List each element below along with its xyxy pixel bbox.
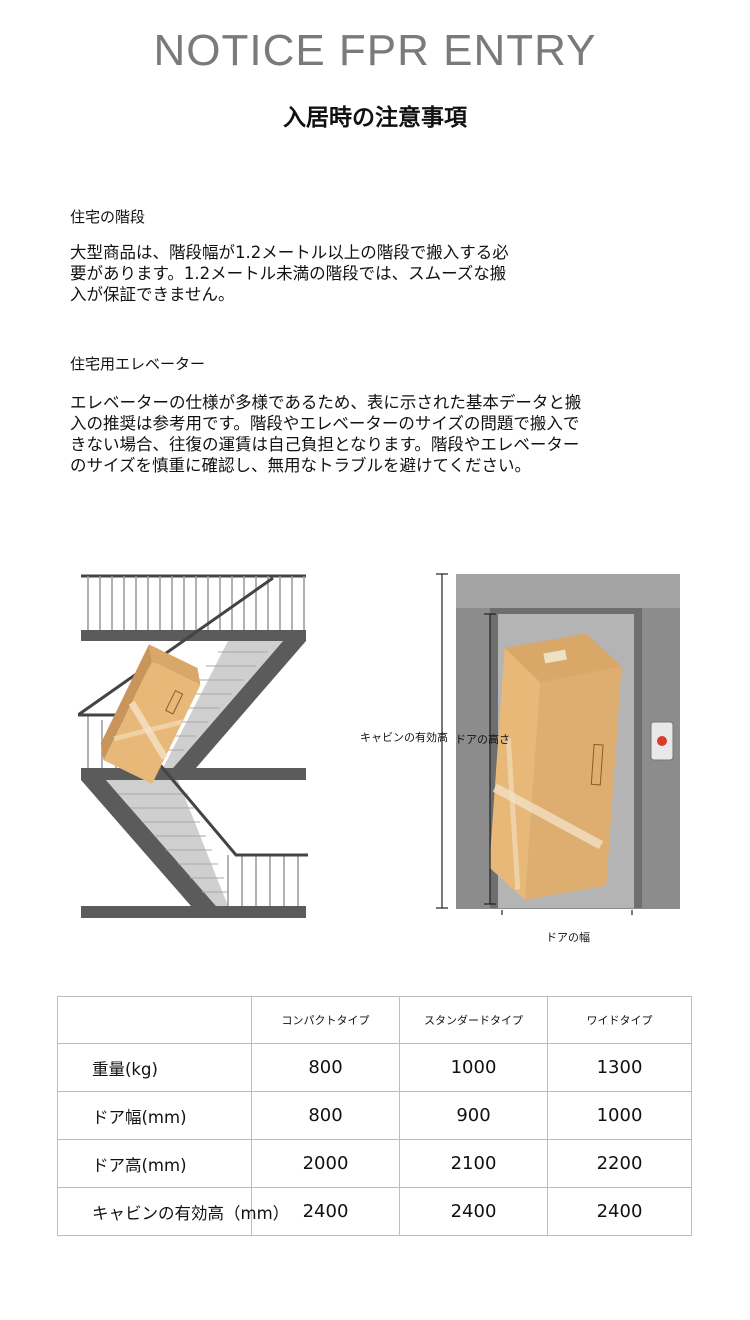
cabin-height-label: キャビンの有効高 — [360, 731, 448, 744]
table-cell: 1000 — [547, 1091, 692, 1140]
row-label: ドア幅(mm) — [57, 1091, 252, 1140]
table-header-cell: ワイドタイプ — [547, 996, 692, 1044]
table-cell: 2100 — [399, 1139, 548, 1188]
table-header-row: コンパクトタイプ スタンダードタイプ ワイドタイプ — [57, 996, 692, 1044]
table-cell: 2200 — [547, 1139, 692, 1188]
staircase-illustration — [78, 574, 308, 918]
door-height-label: ドアの高さ — [455, 733, 510, 746]
spec-table: コンパクトタイプ スタンダードタイプ ワイドタイプ 重量(kg) 800 100… — [57, 996, 692, 1236]
elevator-illustration — [436, 573, 680, 915]
table-cell: 2400 — [399, 1187, 548, 1236]
row-label: ドア高(mm) — [57, 1139, 252, 1188]
table-cell: 1300 — [547, 1043, 692, 1092]
section-elevator-line: エレベーターの仕様が多様であるため、表に示された基本データと搬 — [70, 393, 582, 412]
section-elevator-line: のサイズを慎重に確認し、無用なトラブルを避けてください。 — [70, 456, 532, 475]
table-cell: 1000 — [399, 1043, 548, 1092]
row-label: 重量(kg) — [57, 1043, 252, 1092]
table-cell: 800 — [251, 1043, 400, 1092]
page-subtitle: 入居時の注意事項 — [283, 105, 467, 131]
page-title: NOTICE FPR ENTRY — [153, 26, 597, 75]
row-label: キャビンの有効高（mm） — [57, 1187, 289, 1236]
section-stairs-line: 入が保証できません。 — [70, 285, 235, 304]
table-row: ドア高(mm) 2000 2100 2200 — [57, 1139, 692, 1188]
table-header-cell: コンパクトタイプ — [251, 996, 400, 1044]
table-header-cell — [57, 996, 252, 1044]
table-cell: 2000 — [251, 1139, 400, 1188]
table-cell: 800 — [251, 1091, 400, 1140]
call-button-icon — [657, 736, 667, 746]
table-header-cell: スタンダードタイプ — [399, 996, 548, 1044]
door-width-label: ドアの幅 — [546, 931, 590, 944]
section-elevator-line: きない場合、往復の運賃は自己負担となります。階段やエレベーター — [70, 435, 580, 454]
table-cell: 2400 — [547, 1187, 692, 1236]
section-stairs-heading: 住宅の階段 — [70, 208, 146, 226]
table-cell: 900 — [399, 1091, 548, 1140]
section-stairs-line: 大型商品は、階段幅が1.2メートル以上の階段で搬入する必 — [70, 243, 509, 262]
section-elevator-body: エレベーターの仕様が多様であるため、表に示された基本データと搬 入の推奨は参考用… — [70, 392, 581, 476]
section-stairs-line: 要があります。1.2メートル未満の階段では、スムーズな搬 — [70, 264, 507, 283]
section-elevator-heading: 住宅用エレベーター — [70, 355, 206, 373]
table-cell: 2400 — [251, 1187, 400, 1236]
section-elevator-line: 入の推奨は参考用です。階段やエレベーターのサイズの問題で搬入で — [70, 414, 580, 433]
table-row: キャビンの有効高（mm） 2400 2400 2400 — [57, 1187, 692, 1236]
table-row: 重量(kg) 800 1000 1300 — [57, 1043, 692, 1092]
section-stairs-body: 大型商品は、階段幅が1.2メートル以上の階段で搬入する必 要があります。1.2メ… — [70, 242, 509, 305]
table-row: ドア幅(mm) 800 900 1000 — [57, 1091, 692, 1140]
